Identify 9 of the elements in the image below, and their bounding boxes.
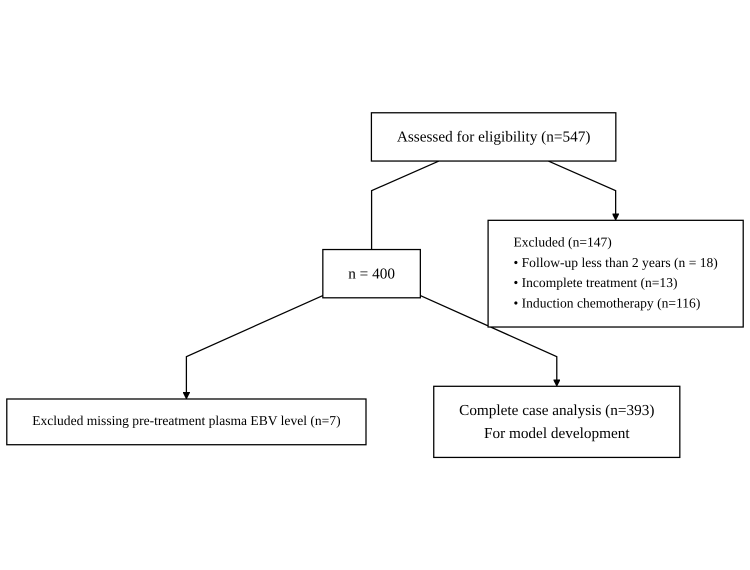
arrow <box>420 294 560 387</box>
node-box: Assessed for eligibility (n=547) <box>370 112 616 162</box>
arrow <box>182 294 324 400</box>
connector <box>370 160 440 250</box>
node-box: Excluded missing pre-treatment plasma EBV level (n=7) <box>6 398 367 446</box>
arrow <box>548 160 620 221</box>
node-box: Excluded (n=147) • Follow-up less than 2 years (n = 18) • Incomplete treatment (n=13) • Induction chemotherapy (n=116) <box>487 220 744 328</box>
node-box: Complete case analysis (n=393) For model development <box>433 386 680 458</box>
node-box: n = 400 <box>322 248 421 298</box>
